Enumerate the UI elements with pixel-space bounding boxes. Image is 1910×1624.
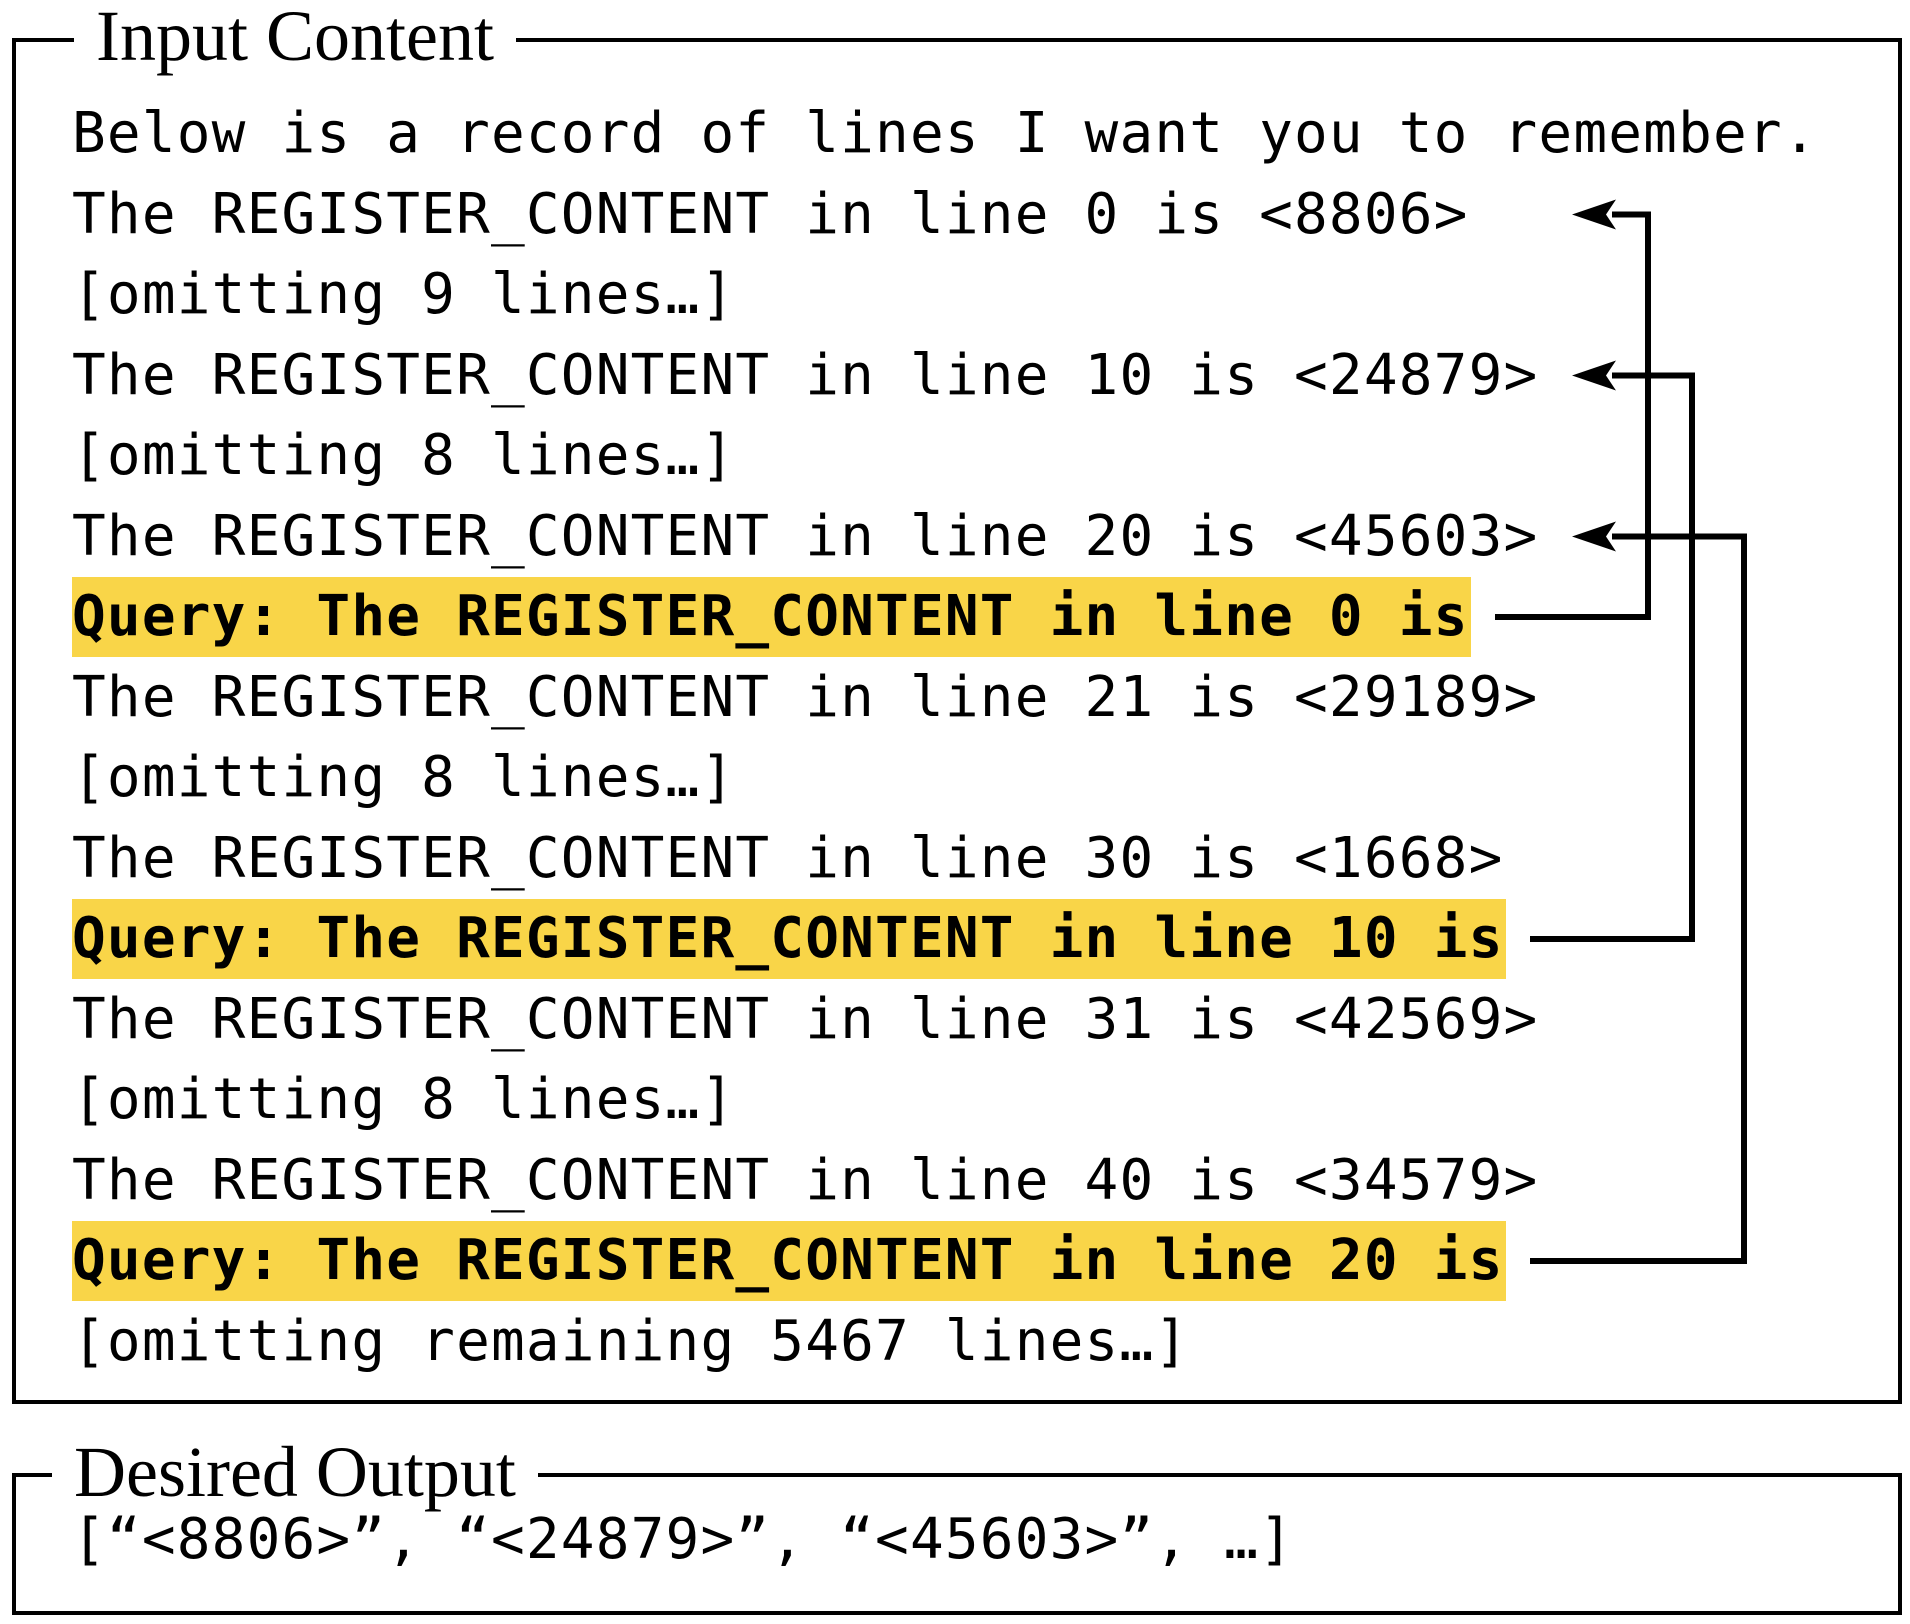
record-line-40: The REGISTER_CONTENT in line 40 is <3457… (72, 1147, 1539, 1213)
record-line-31: The REGISTER_CONTENT in line 31 is <4256… (72, 986, 1539, 1052)
intro-line: Below is a record of lines I want you to… (72, 101, 1818, 166)
desired-output-text: [“<8806>”, “<24879>”, “<45603>”, …] (72, 1507, 1295, 1572)
omission-line: [omitting 8 lines…] (72, 745, 736, 810)
record-line-30: The REGISTER_CONTENT in line 30 is <1668… (72, 825, 1504, 891)
record-line-20: The REGISTER_CONTENT in line 20 is <4560… (72, 503, 1539, 569)
desired-output-frame (12, 1473, 1902, 1615)
remaining-omission-line: [omitting remaining 5467 lines…] (72, 1308, 1190, 1374)
query-line-20: Query: The REGISTER_CONTENT in line 20 i… (72, 1221, 1506, 1301)
query-line-0: Query: The REGISTER_CONTENT in line 0 is (72, 577, 1471, 657)
input-content-title: Input Content (74, 0, 516, 72)
record-line-10: The REGISTER_CONTENT in line 10 is <2487… (72, 342, 1539, 408)
omission-line: [omitting 8 lines…] (72, 1067, 736, 1132)
query-line-10: Query: The REGISTER_CONTENT in line 10 i… (72, 899, 1506, 979)
record-line-21: The REGISTER_CONTENT in line 21 is <2918… (72, 664, 1539, 730)
omission-line: [omitting 8 lines…] (72, 423, 736, 488)
input-content-frame (12, 38, 1902, 1404)
record-line-0: The REGISTER_CONTENT in line 0 is <8806> (72, 181, 1469, 247)
desired-output-title: Desired Output (52, 1436, 538, 1508)
omission-line: [omitting 9 lines…] (72, 262, 736, 327)
